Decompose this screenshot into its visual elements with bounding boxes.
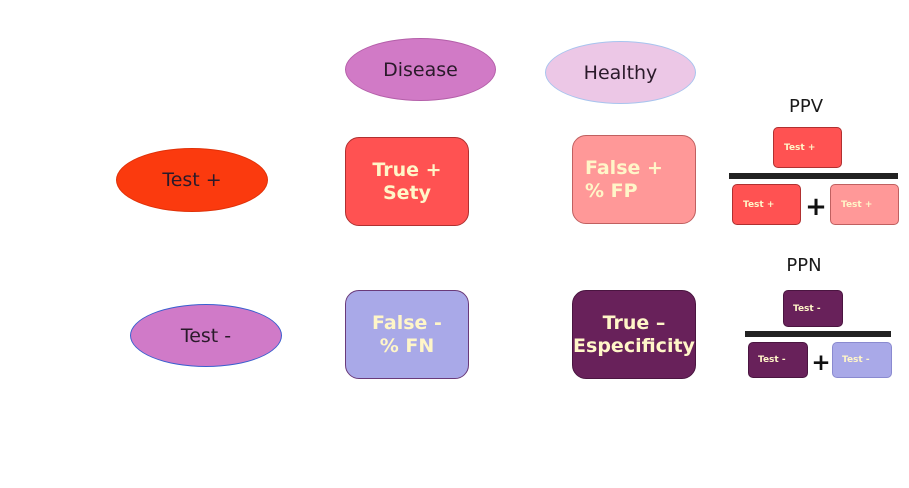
ppn-denominator-right-chip: Test - (832, 342, 892, 378)
test-negative-label: Test - (130, 304, 282, 367)
ppn-denominator-left-chip: Test - (748, 342, 808, 378)
healthy-header: Healthy (545, 41, 696, 104)
true-negative-cell: True – Especificity (572, 290, 696, 379)
ppv-title: PPV (788, 96, 824, 117)
disease-header: Disease (345, 38, 496, 101)
ppv-plus-sign: + (805, 192, 827, 222)
ppv-denominator-left-chip: Test + (732, 184, 801, 225)
test-positive-label: Test + (116, 148, 268, 212)
true-positive-cell: True + Sety (345, 137, 469, 226)
ppn-title: PPN (786, 255, 822, 276)
ppv-numerator-chip: Test + (773, 127, 842, 168)
ppn-plus-sign: + (811, 350, 831, 376)
false-positive-cell: False + % FP (572, 135, 696, 224)
ppn-numerator-chip: Test - (783, 290, 843, 327)
ppv-denominator-right-chip: Test + (830, 184, 899, 225)
ppn-fraction-bar (745, 331, 891, 337)
ppv-fraction-bar (729, 173, 898, 179)
false-negative-cell: False - % FN (345, 290, 469, 379)
